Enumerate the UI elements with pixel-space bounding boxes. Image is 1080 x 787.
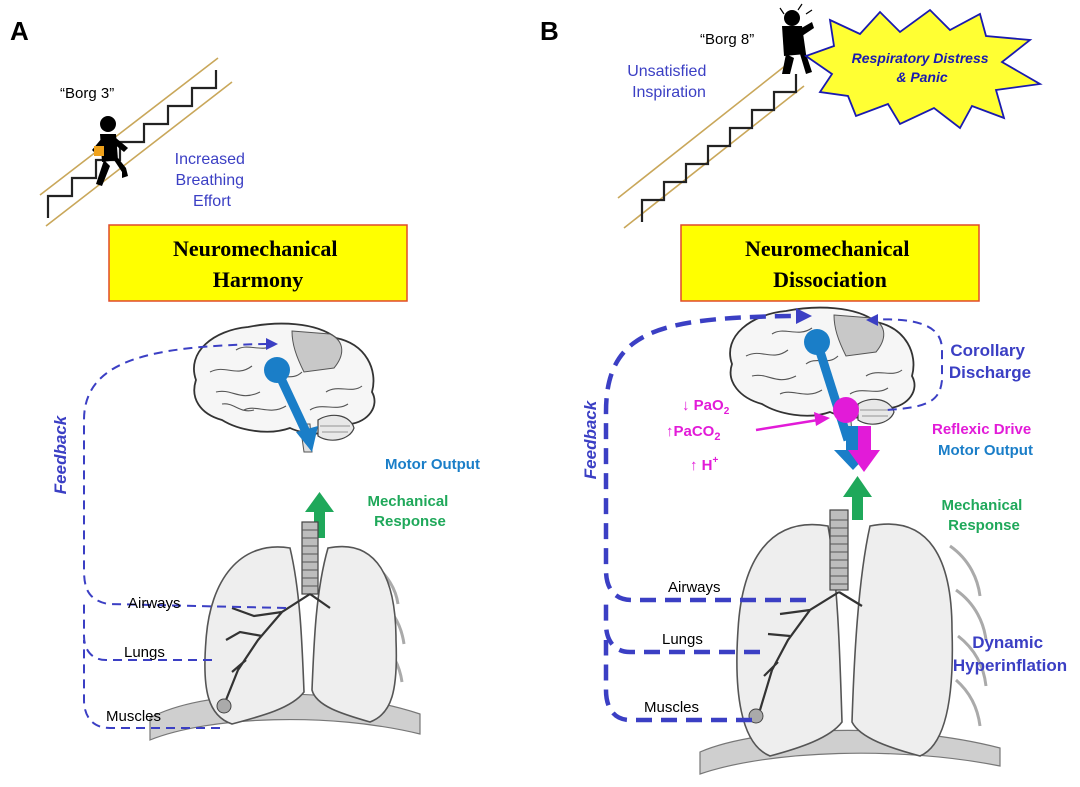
panel-a: A “Borg 3” Increased Breathing Effort Ne… bbox=[10, 16, 480, 741]
staircase-a-icon bbox=[39, 57, 233, 227]
panel-letter-a: A bbox=[10, 16, 29, 46]
motor-output-label-a: Motor Output bbox=[385, 456, 480, 473]
airways-label-b: Airways bbox=[668, 579, 721, 596]
reflexic-drive-arrow-b bbox=[858, 426, 871, 454]
feedback-label-a: Feedback bbox=[51, 414, 70, 494]
feedback-label-b: Feedback bbox=[581, 399, 600, 479]
chemo-input-arrowhead bbox=[814, 412, 830, 426]
chemo-input-line bbox=[755, 418, 819, 432]
motor-output-arrowhead-a bbox=[296, 426, 318, 452]
muscles-label-b: Muscles bbox=[644, 699, 699, 716]
mechanical-response-arrow-b bbox=[852, 496, 863, 520]
corollary-arrowhead bbox=[866, 314, 878, 326]
mechanical-response-arrowhead-a bbox=[305, 492, 334, 512]
feedback-muscles-loop-a bbox=[83, 640, 220, 729]
title-harmony: Neuromechanical Harmony bbox=[173, 236, 343, 292]
title-box-harmony bbox=[108, 224, 408, 302]
increased-effort-label: Increased Breathing Effort bbox=[175, 151, 250, 210]
distressed-person-icon bbox=[779, 3, 814, 74]
title-box-dissociation bbox=[680, 224, 980, 302]
mechanical-response-label-b: Mechanical Response bbox=[941, 497, 1026, 534]
borg-8-label: “Borg 8” bbox=[700, 31, 754, 48]
lungs-label-a: Lungs bbox=[124, 644, 165, 661]
panel-letter-b: B bbox=[540, 16, 559, 46]
muscles-label-a: Muscles bbox=[106, 708, 161, 725]
lungs-label-b: Lungs bbox=[662, 631, 703, 648]
feedback-lungs-loop-a bbox=[83, 600, 212, 661]
corollary-discharge-loop bbox=[867, 318, 943, 411]
motor-output-line-b bbox=[812, 340, 853, 442]
unsatisfied-inspiration-label: Unsatisfied Inspiration bbox=[627, 63, 711, 101]
feedback-airways-loop-a bbox=[83, 343, 287, 609]
reflexic-drive-label: Reflexic Drive bbox=[932, 421, 1031, 438]
feedback-muscles-loop-b bbox=[603, 640, 752, 723]
climbing-person-icon bbox=[92, 116, 128, 186]
borg-3-label: “Borg 3” bbox=[60, 85, 114, 102]
distress-starburst bbox=[804, 8, 1043, 130]
mechanical-response-label-a: Mechanical Response bbox=[367, 493, 452, 530]
dynamic-hyperinflation-label: Dynamic Hyperinflation bbox=[953, 633, 1067, 675]
corollary-discharge-label: Corollary Discharge bbox=[949, 341, 1031, 382]
staircase-b-icon bbox=[617, 61, 805, 229]
panel-b: B “Borg 8” Unsatisfied Inspiration Respi… bbox=[540, 3, 1067, 775]
motor-output-arrow-a bbox=[272, 368, 311, 434]
motor-output-arrow-b bbox=[846, 426, 860, 454]
title-dissociation: Neuromechanical Dissociation bbox=[745, 236, 915, 292]
lungs-a-icon bbox=[149, 521, 421, 741]
motor-output-label-b: Motor Output bbox=[938, 442, 1033, 459]
lungs-b-icon bbox=[699, 509, 1001, 775]
mechanical-response-arrowhead-b bbox=[843, 476, 872, 497]
airways-label-a: Airways bbox=[128, 595, 181, 612]
pao2-label: ↓ PaO2 bbox=[682, 397, 730, 417]
h-ion-label: ↑ H+ bbox=[690, 455, 719, 474]
mechanical-response-arrow-a bbox=[314, 510, 325, 538]
reflexic-drive-arrowhead-b bbox=[848, 450, 880, 472]
feedback-airways-loop-b bbox=[603, 313, 806, 603]
reflex-center-b bbox=[833, 397, 859, 423]
paco2-label: ↑PaCO2 bbox=[666, 423, 720, 443]
feedback-arrowhead-b bbox=[796, 308, 812, 324]
feedback-arrowhead-a bbox=[266, 338, 278, 350]
feedback-lungs-loop-b bbox=[603, 596, 760, 655]
respiratory-distress-label: Respiratory Distress & Panic bbox=[852, 50, 993, 85]
